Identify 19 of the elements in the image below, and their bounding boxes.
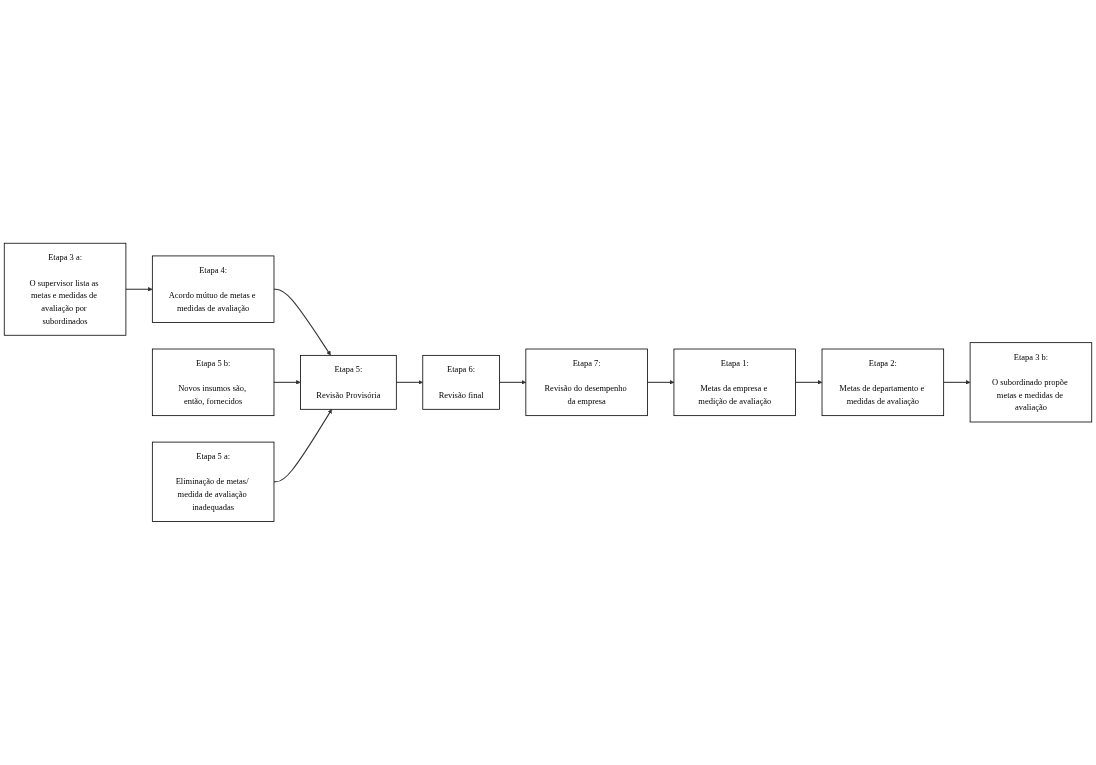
node-box: Etapa 4: Acordo mútuo de metas e medidas de avaliação [151, 255, 275, 324]
arrow [795, 380, 823, 385]
node-box: Etapa 5 a: Eliminação de metas/ medida de avaliação inadequadas [151, 441, 275, 522]
arrow [125, 287, 153, 292]
node-box: Etapa 3 b: O subordinado propõe metas e medidas de avaliação [969, 342, 1093, 423]
arrow [273, 380, 301, 385]
arrow [273, 288, 331, 356]
arrow [498, 380, 527, 385]
node-box: Etapa 2: Metas de departamento e medidas de avaliação [821, 348, 945, 417]
node-box: Etapa 7: Revisão do desempenho da empresa [525, 348, 648, 417]
arrow [395, 380, 423, 385]
node-box: Etapa 5: Revisão Provisória [300, 355, 397, 410]
arrow [943, 380, 971, 385]
arrow [646, 380, 675, 385]
node-box: Etapa 5 b: Novos insumos são, então, fornecidos [151, 348, 275, 417]
arrow [273, 409, 332, 483]
node-box: Etapa 3 a: O supervisor lista as metas e medidas de avaliação por subordinados [3, 243, 127, 336]
node-box: Etapa 6: Revisão final [422, 355, 500, 410]
node-box: Etapa 1: Metas da empresa e medição de avaliação [673, 348, 796, 417]
